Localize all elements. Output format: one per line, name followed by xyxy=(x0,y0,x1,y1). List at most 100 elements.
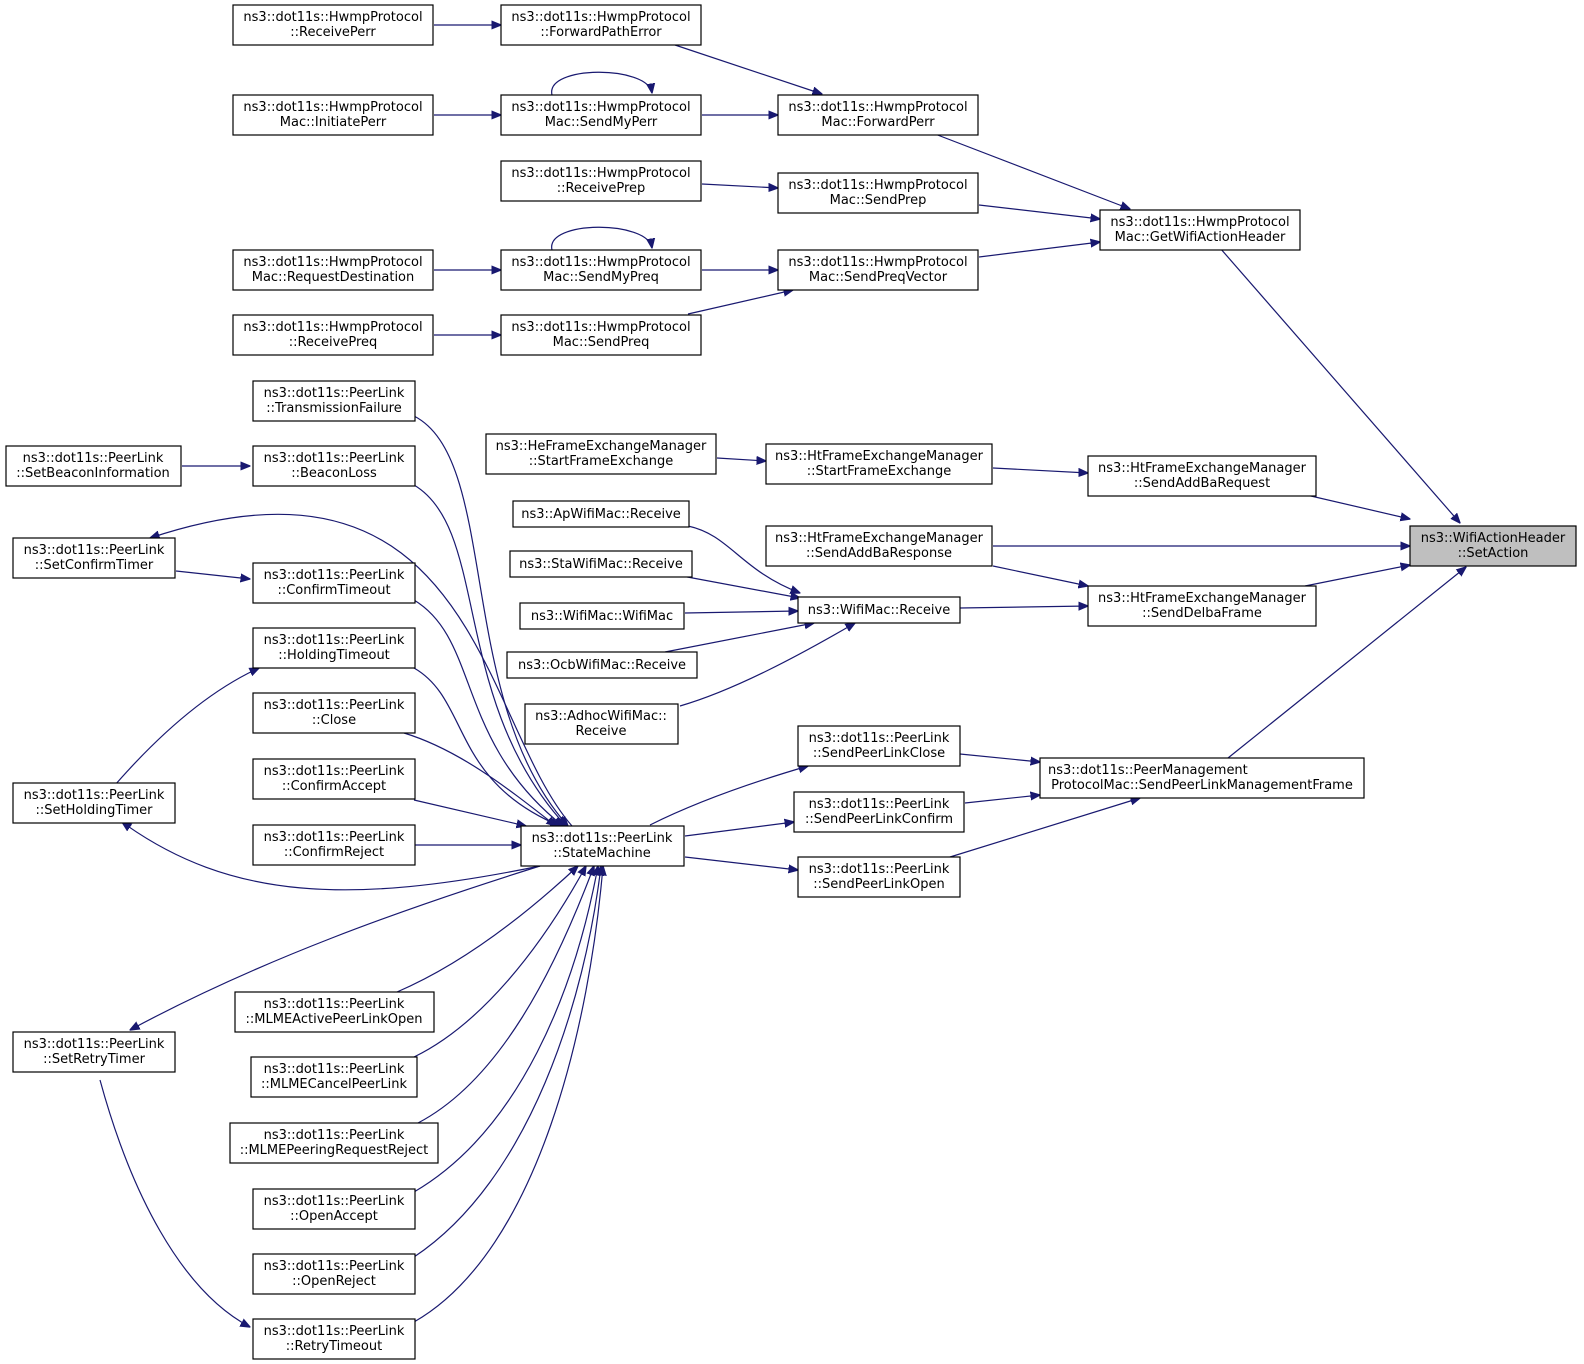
node-label-line: ns3::dot11s::HwmpProtocol xyxy=(788,100,967,115)
node-peerlink-sendpeerlinkconfirm[interactable]: ns3::dot11s::PeerLink ::SendPeerLinkConf… xyxy=(793,791,965,833)
node-wifimac-wifimac[interactable]: ns3::WifiMac::WifiMac xyxy=(519,602,685,630)
edge-hestartframeexchange-to-htstartframeexchange xyxy=(716,458,766,461)
node-hwmpprotocol-receivepreq[interactable]: ns3::dot11s::HwmpProtocol ::ReceivePreq xyxy=(232,314,434,356)
node-peerlink-sendpeerlinkclose[interactable]: ns3::dot11s::PeerLink ::SendPeerLinkClos… xyxy=(797,725,961,767)
node-label-line: ::SendDelbaFrame xyxy=(1142,606,1262,621)
node-label-line: ns3::dot11s::PeerLink xyxy=(264,633,405,648)
node-apwifimac-receive[interactable]: ns3::ApWifiMac::Receive xyxy=(512,500,690,528)
edge-sendmypreq-self-loop xyxy=(551,226,652,251)
node-hwmpprotocolmac-sendpreq[interactable]: ns3::dot11s::HwmpProtocol Mac::SendPreq xyxy=(500,314,702,356)
node-label-line: ::MLMEPeeringRequestReject xyxy=(240,1143,429,1158)
node-ocbwifimac-receive[interactable]: ns3::OcbWifiMac::Receive xyxy=(506,651,698,679)
node-hwmpprotocolmac-requestdestination[interactable]: ns3::dot11s::HwmpProtocol Mac::RequestDe… xyxy=(232,249,434,291)
node-label-line: ns3::dot11s::HwmpProtocol xyxy=(243,255,422,270)
node-hwmpprotocolmac-initiateperr[interactable]: ns3::dot11s::HwmpProtocol Mac::InitiateP… xyxy=(232,94,434,136)
node-label-line: ns3::HtFrameExchangeManager xyxy=(775,531,984,546)
node-peerlink-setretrytimer[interactable]: ns3::dot11s::PeerLink ::SetRetryTimer xyxy=(12,1031,176,1073)
node-label-line: ns3::dot11s::HwmpProtocol xyxy=(511,320,690,335)
edge-openaccept-to-statemachine xyxy=(413,866,598,1193)
node-label-line: ns3::dot11s::HwmpProtocol xyxy=(788,255,967,270)
node-wifimac-receive[interactable]: ns3::WifiMac::Receive xyxy=(797,596,961,624)
node-heframeexchangemanager-startframeexchange[interactable]: ns3::HeFrameExchangeManager ::StartFrame… xyxy=(485,433,717,475)
node-peerlink-mlmecancelpeerlink[interactable]: ns3::dot11s::PeerLink ::MLMECancelPeerLi… xyxy=(250,1056,418,1098)
node-wifiactionheader-setaction[interactable]: ns3::WifiActionHeader ::SetAction xyxy=(1409,525,1577,567)
node-peerlink-openreject[interactable]: ns3::dot11s::PeerLink ::OpenReject xyxy=(252,1253,416,1295)
edge-statemachine-to-sendpeerlinkopen xyxy=(684,856,798,870)
node-label-line: ::MLMEActivePeerLinkOpen xyxy=(246,1012,423,1027)
edge-sendaddbaresponse-to-senddelbaframe xyxy=(992,565,1088,586)
node-htframeexchangemanager-senddelbaframe[interactable]: ns3::HtFrameExchangeManager ::SendDelbaF… xyxy=(1087,585,1317,627)
node-label-line: Receive xyxy=(576,724,627,739)
node-htframeexchangemanager-startframeexchange[interactable]: ns3::HtFrameExchangeManager ::StartFrame… xyxy=(765,443,993,485)
node-peerlink-holdingtimeout[interactable]: ns3::dot11s::PeerLink ::HoldingTimeout xyxy=(252,627,416,669)
edge-forwardperr-to-getwifiactionheader xyxy=(934,133,1130,209)
edge-retrytimeout-to-statemachine xyxy=(413,866,603,1323)
node-label-line: ProtocolMac::SendPeerLinkManagementFrame xyxy=(1051,778,1353,793)
node-htframeexchangemanager-sendaddbaresponse[interactable]: ns3::HtFrameExchangeManager ::SendAddBaR… xyxy=(765,525,993,567)
node-peerlink-openaccept[interactable]: ns3::dot11s::PeerLink ::OpenAccept xyxy=(252,1188,416,1230)
node-hwmpprotocolmac-sendprep[interactable]: ns3::dot11s::HwmpProtocol Mac::SendPrep xyxy=(777,172,979,214)
node-hwmpprotocolmac-forwardperr[interactable]: ns3::dot11s::HwmpProtocol Mac::ForwardPe… xyxy=(777,94,979,136)
node-label-line: ::RetryTimeout xyxy=(286,1339,382,1354)
node-peerlink-beaconloss[interactable]: ns3::dot11s::PeerLink ::BeaconLoss xyxy=(252,445,416,487)
node-peermanagementprotocolmac-sendpeerlinkmanagementframe[interactable]: ns3::dot11s::PeerManagement ProtocolMac:… xyxy=(1039,757,1365,799)
edges xyxy=(99,25,1466,1327)
node-peerlink-close[interactable]: ns3::dot11s::PeerLink ::Close xyxy=(252,692,416,734)
node-hwmpprotocolmac-sendpreqvector[interactable]: ns3::dot11s::HwmpProtocol Mac::SendPreqV… xyxy=(777,249,979,291)
node-hwmpprotocolmac-sendmyperr[interactable]: ns3::dot11s::HwmpProtocol Mac::SendMyPer… xyxy=(500,94,702,136)
edge-adhocwifimac-to-wifimacreceive xyxy=(679,623,855,707)
edge-sendpreqvector-to-getwifiactionheader xyxy=(978,242,1100,258)
edge-statemachine-to-setholdingtimer xyxy=(122,822,541,891)
node-hwmpprotocol-forwardpatherror[interactable]: ns3::dot11s::HwmpProtocol ::ForwardPathE… xyxy=(500,4,702,46)
edge-apwifimac-to-wifimacreceive xyxy=(687,525,800,593)
node-peerlink-mlmepeeringrequestreject[interactable]: ns3::dot11s::PeerLink ::MLMEPeeringReque… xyxy=(229,1122,439,1164)
node-peerlink-confirmaccept[interactable]: ns3::dot11s::PeerLink ::ConfirmAccept xyxy=(252,758,416,800)
node-label-line: ns3::HtFrameExchangeManager xyxy=(775,449,984,464)
node-label-line: ::ReceivePerr xyxy=(290,25,376,40)
edge-setholdingtimer-to-holdingtimeout xyxy=(114,668,259,786)
node-label-line: ns3::dot11s::PeerLink xyxy=(809,797,950,812)
edge-ocbwifimac-to-wifimacreceive xyxy=(664,623,814,653)
node-label-line: ns3::WifiActionHeader xyxy=(1421,531,1566,546)
node-label-line: Mac::SendPreqVector xyxy=(809,270,948,285)
node-label-line: Mac::SendPrep xyxy=(830,193,927,208)
node-label-line: ::SetHoldingTimer xyxy=(36,803,154,818)
node-peerlink-confirmtimeout[interactable]: ns3::dot11s::PeerLink ::ConfirmTimeout xyxy=(252,562,416,604)
node-htframeexchangemanager-sendaddbarequest[interactable]: ns3::HtFrameExchangeManager ::SendAddBaR… xyxy=(1087,455,1317,497)
node-label-line: Mac::SendMyPerr xyxy=(545,115,658,130)
node-peerlink-statemachine[interactable]: ns3::dot11s::PeerLink ::StateMachine xyxy=(520,825,685,867)
node-label-line: ::HoldingTimeout xyxy=(278,648,390,663)
node-label-line: ::TransmissionFailure xyxy=(266,401,402,416)
edge-statemachine-to-setconfirmtimer xyxy=(150,513,573,827)
node-hwmpprotocolmac-getwifiactionheader[interactable]: ns3::dot11s::HwmpProtocol Mac::GetWifiAc… xyxy=(1099,209,1301,251)
node-hwmpprotocol-receiveprep[interactable]: ns3::dot11s::HwmpProtocol ::ReceivePrep xyxy=(500,160,702,202)
node-hwmpprotocol-receiveperr[interactable]: ns3::dot11s::HwmpProtocol ::ReceivePerr xyxy=(232,4,434,46)
node-label-line: ::ReceivePrep xyxy=(557,181,646,196)
node-label-line: ns3::ApWifiMac::Receive xyxy=(521,507,681,522)
edge-startframeexchange-to-sendaddbarequest xyxy=(992,467,1088,473)
node-label-line: Mac::SendMyPreq xyxy=(543,270,659,285)
node-label-line: ns3::dot11s::HwmpProtocol xyxy=(511,255,690,270)
node-peerlink-retrytimeout[interactable]: ns3::dot11s::PeerLink ::RetryTimeout xyxy=(252,1318,416,1360)
node-label-line: ns3::HtFrameExchangeManager xyxy=(1098,591,1307,606)
node-label-line: ns3::dot11s::HwmpProtocol xyxy=(511,166,690,181)
node-peerlink-confirmreject[interactable]: ns3::dot11s::PeerLink ::ConfirmReject xyxy=(252,824,416,866)
node-peerlink-transmissionfailure[interactable]: ns3::dot11s::PeerLink ::TransmissionFail… xyxy=(252,380,416,422)
node-hwmpprotocolmac-sendmypreq[interactable]: ns3::dot11s::HwmpProtocol Mac::SendMyPre… xyxy=(500,249,702,291)
node-peerlink-sendpeerlinkopen[interactable]: ns3::dot11s::PeerLink ::SendPeerLinkOpen xyxy=(797,856,961,898)
node-peerlink-setconfirmtimer[interactable]: ns3::dot11s::PeerLink ::SetConfirmTimer xyxy=(12,537,176,579)
node-label-line: ::SetConfirmTimer xyxy=(35,558,154,573)
node-peerlink-setbeaconinformation[interactable]: ns3::dot11s::PeerLink ::SetBeaconInforma… xyxy=(5,445,182,487)
edge-holdingtimeout-to-statemachine xyxy=(413,667,560,826)
node-peerlink-setholdingtimer[interactable]: ns3::dot11s::PeerLink ::SetHoldingTimer xyxy=(12,782,176,824)
node-peerlink-mlmeactivepeerlinkopen[interactable]: ns3::dot11s::PeerLink ::MLMEActivePeerLi… xyxy=(234,991,435,1033)
node-label-line: ns3::dot11s::PeerLink xyxy=(24,788,165,803)
edge-confirmaccept-to-statemachine xyxy=(413,799,526,826)
node-stawifimac-receive[interactable]: ns3::StaWifiMac::Receive xyxy=(509,550,693,578)
edge-sendpeerlinkclose-to-mgmt xyxy=(959,753,1040,762)
edge-stawifimac-to-wifimacreceive xyxy=(681,575,800,598)
node-label-line: Mac::ForwardPerr xyxy=(821,115,935,130)
node-adhocwifimac-receive[interactable]: ns3::AdhocWifiMac:: Receive xyxy=(524,703,679,745)
edge-receiveprep-to-sendprep xyxy=(701,184,778,188)
node-label-line: ns3::dot11s::PeerLink xyxy=(532,831,673,846)
